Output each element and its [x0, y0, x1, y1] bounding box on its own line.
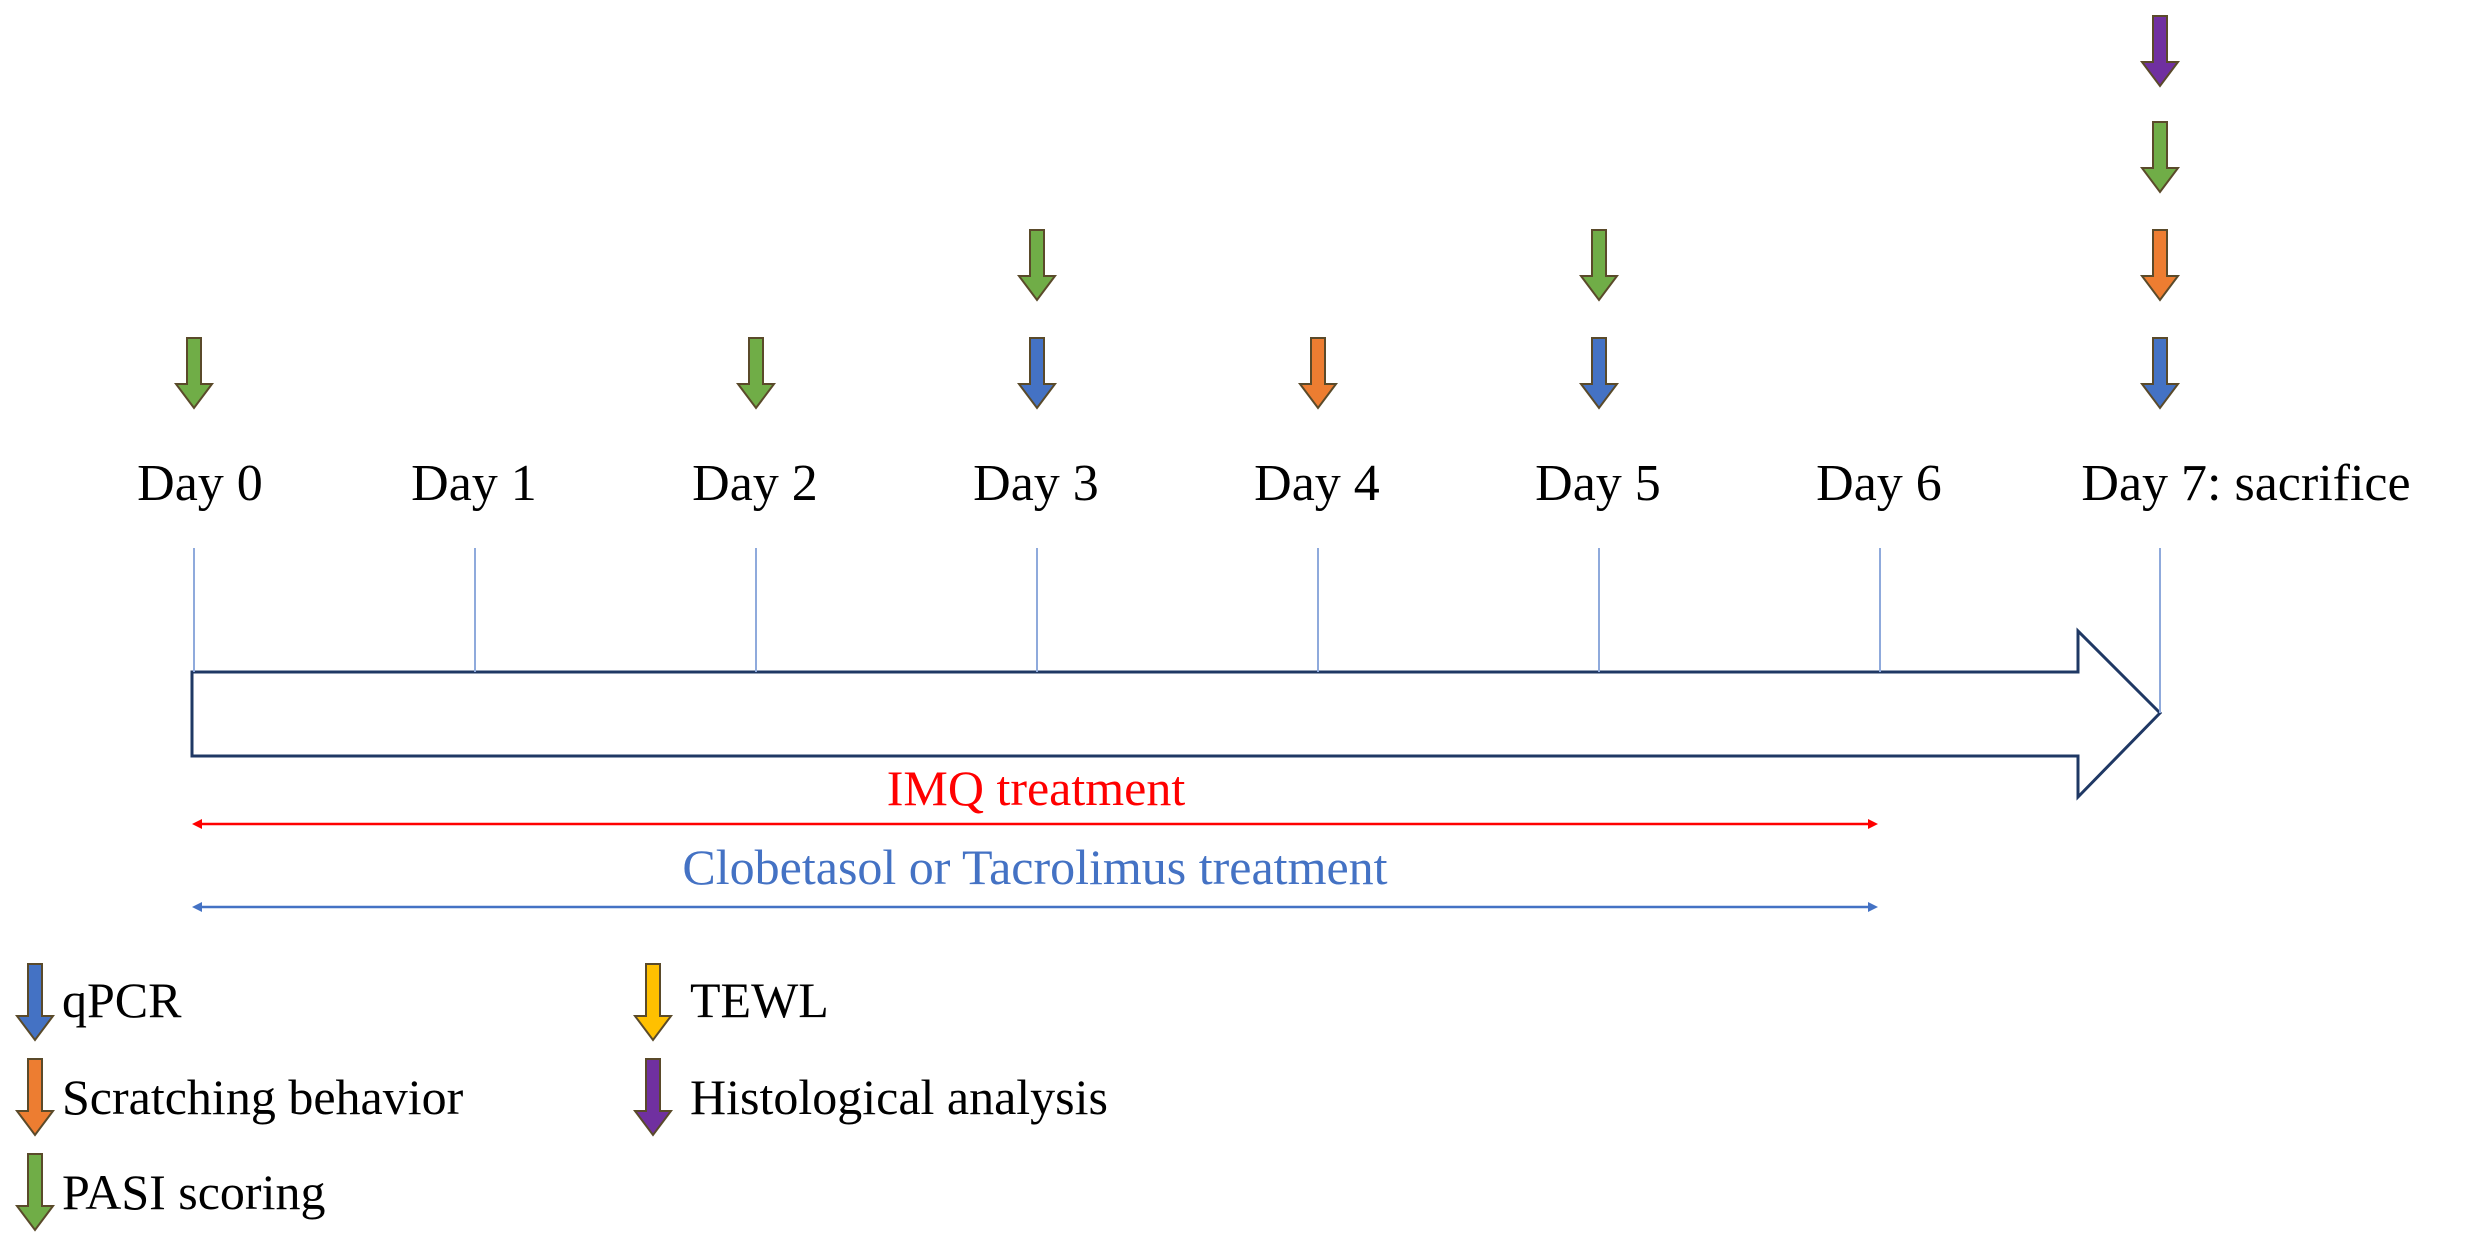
legend-label-tewl: TEWL [690, 972, 829, 1028]
marker-scratching-day-4-arrow-icon [1298, 337, 1338, 410]
legend-scratching-arrow-icon [15, 1058, 55, 1137]
treatment-clobetasol-tacrolimus: Clobetasol or Tacrolimus treatment [192, 839, 1878, 912]
day-label-2: Day 2 [692, 455, 818, 512]
day-labels: Day 0 Day 1 Day 2 Day 3 Day 4 Day 5 Day 6 Day 7… [137, 455, 2410, 512]
marker-pasi-day-3-arrow-icon [1017, 229, 1057, 302]
marker-qpcr-day-5-arrow-icon [1579, 337, 1619, 410]
day-markers [174, 15, 2180, 410]
legend-label-qpcr: qPCR [62, 972, 182, 1028]
marker-scratching-day-7-arrow-icon [2140, 229, 2180, 302]
legend-label-histology: Histological analysis [690, 1069, 1108, 1125]
day-label-5: Day 5 [1535, 455, 1661, 512]
marker-pasi-day-5-arrow-icon [1579, 229, 1619, 302]
legend-qpcr-arrow-icon [15, 963, 55, 1042]
legend-histology-arrow-icon [633, 1058, 673, 1137]
timeline-arrow [190, 627, 2163, 801]
marker-histology-day-7-arrow-icon [2140, 15, 2180, 88]
marker-pasi-day-2-arrow-icon [736, 337, 776, 410]
day-label-3: Day 3 [973, 455, 1099, 512]
clobetasol-tacrolimus-label: Clobetasol or Tacrolimus treatment [682, 839, 1387, 895]
marker-qpcr-day-7-arrow-icon [2140, 337, 2180, 410]
marker-pasi-day-0-arrow-icon [174, 337, 214, 410]
marker-qpcr-day-3-arrow-icon [1017, 337, 1057, 410]
marker-pasi-day-7-arrow-icon [2140, 121, 2180, 194]
day-label-4: Day 4 [1254, 455, 1380, 512]
legend-label-pasi: PASI scoring [62, 1164, 325, 1220]
imq-treatment-label: IMQ treatment [887, 760, 1186, 816]
day-label-1: Day 1 [411, 455, 537, 512]
legend-label-scratching: Scratching behavior [62, 1069, 464, 1125]
day-label-7: Day 7: sacrifice [2081, 455, 2410, 512]
legend-pasi-arrow-icon [15, 1153, 55, 1232]
day-label-0: Day 0 [137, 455, 263, 512]
day-label-6: Day 6 [1816, 455, 1942, 512]
treatment-imq: IMQ treatment [192, 760, 1878, 829]
legend-tewl-arrow-icon [633, 963, 673, 1042]
day-ticks [193, 548, 2161, 713]
